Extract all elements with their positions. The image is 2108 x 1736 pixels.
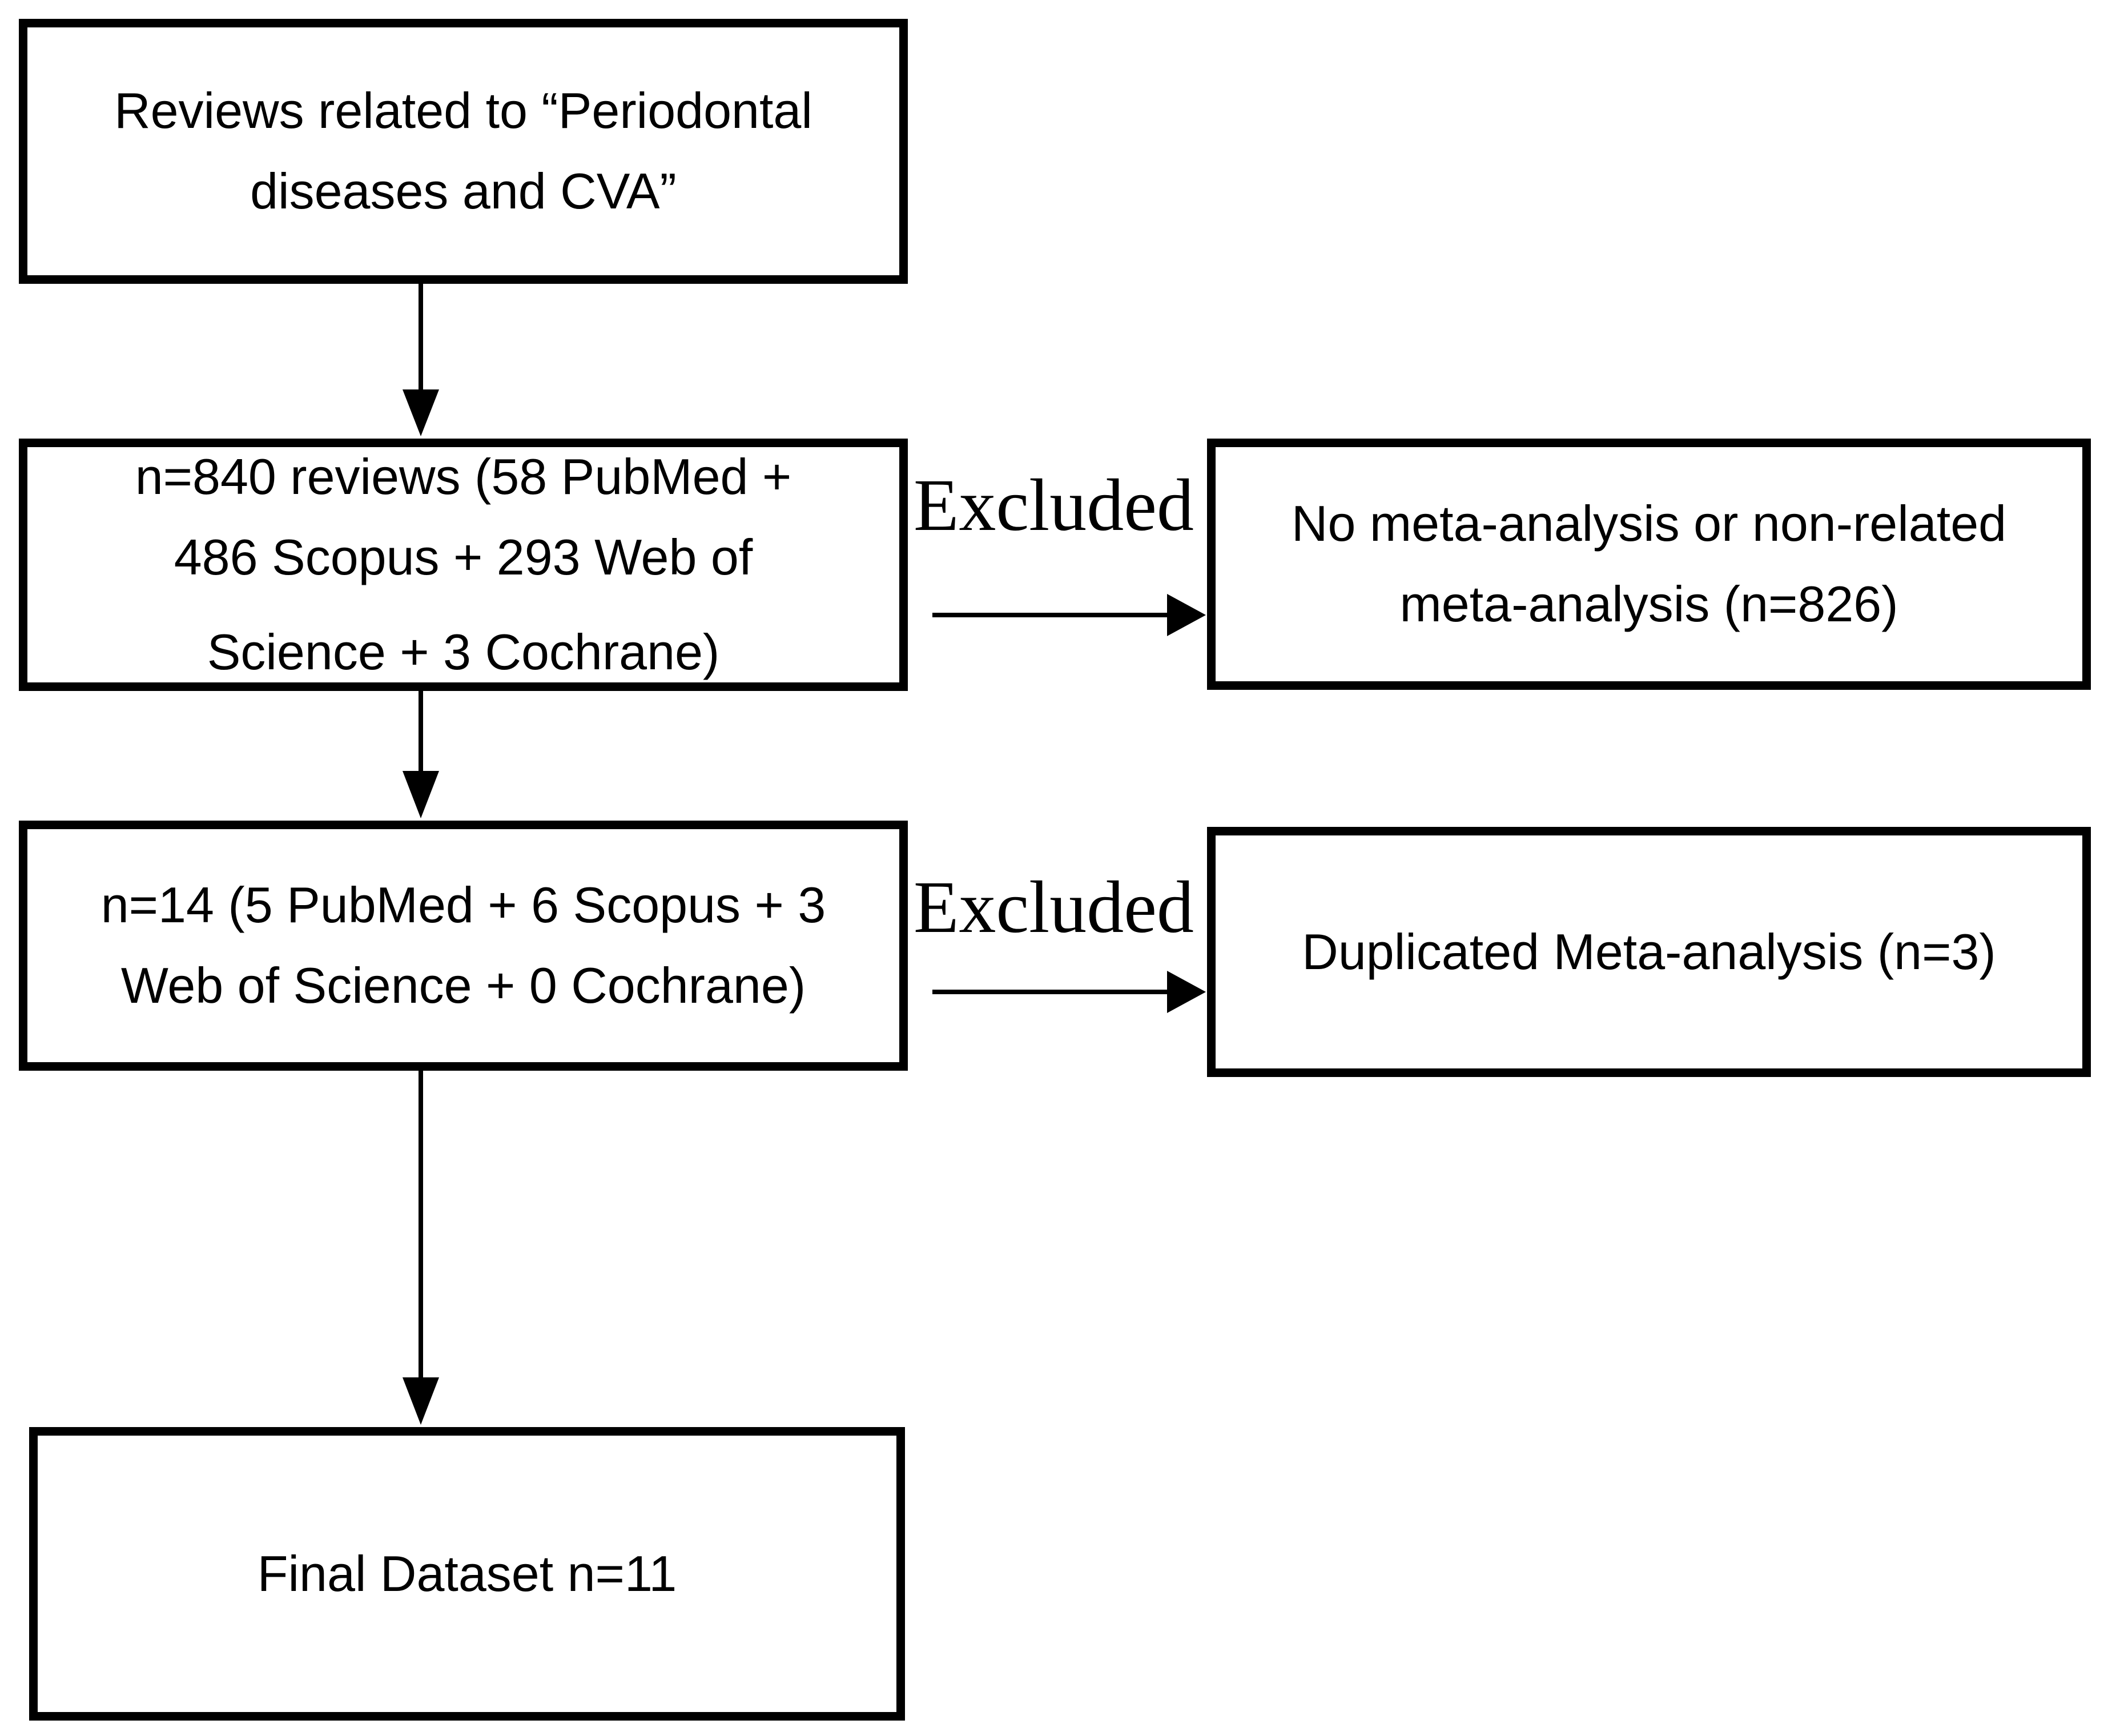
box-text-line: diseases and CVA”: [250, 163, 677, 219]
arrow-initial-to-identified: [403, 284, 439, 436]
excluded-label-top: Excluded: [914, 464, 1194, 546]
box-identified-records: n=840 reviews (58 PubMed + 486 Scopus + …: [19, 439, 908, 691]
arrow-screened-to-excluded-duplicated: [932, 971, 1206, 1013]
excluded-label-bottom: Excluded: [914, 866, 1194, 949]
box-text-line: Duplicated Meta-analysis (n=3): [1302, 923, 1996, 980]
box-excluded-duplicated: Duplicated Meta-analysis (n=3): [1207, 827, 2091, 1077]
box-final-dataset: Final Dataset n=11: [29, 1427, 905, 1721]
box-screened-records: n=14 (5 PubMed + 6 Scopus + 3 Web of Sci…: [19, 821, 908, 1071]
box-text-line: Web of Science + 0 Cochrane): [120, 957, 806, 1014]
box-initial-reviews: Reviews related to “Periodontal diseases…: [19, 19, 908, 284]
arrow-identified-to-excluded-no-meta: [932, 594, 1206, 636]
box-text-line: No meta-analysis or non-related: [1291, 495, 2007, 552]
box-text-line: meta-analysis (n=826): [1399, 576, 1898, 632]
arrow-identified-to-screened: [403, 691, 439, 818]
box-text-line: Final Dataset n=11: [257, 1545, 677, 1602]
box-text-line: Reviews related to “Periodontal: [114, 82, 812, 139]
box-text-line: Science + 3 Cochrane): [207, 624, 720, 681]
box-excluded-no-meta-analysis: No meta-analysis or non-related meta-ana…: [1207, 439, 2091, 690]
box-text-line: 486 Scopus + 293 Web of: [174, 528, 753, 585]
box-text-line: n=14 (5 PubMed + 6 Scopus + 3: [100, 877, 826, 934]
box-text-line: n=840 reviews (58 PubMed +: [135, 448, 792, 505]
arrow-screened-to-final: [403, 1071, 439, 1425]
